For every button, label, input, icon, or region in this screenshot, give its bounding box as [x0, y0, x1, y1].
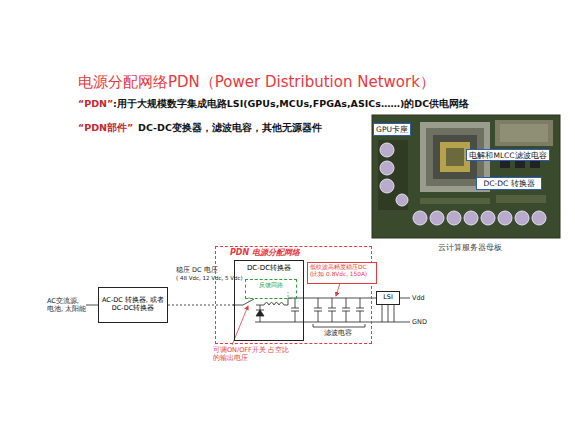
converter-box: AC-DC 转换器, 或者 DC-DC转换器 — [98, 287, 168, 323]
server-board-photo — [372, 115, 560, 238]
callout-arrow — [336, 283, 340, 296]
node-text: LSI — [377, 294, 399, 302]
parts-term: “PDN部件” — [78, 122, 133, 134]
pdn-group: PDN 电源分配网络DC-DC转换器反馈回路低纹波高精度稳压DC (比如 0.8… — [215, 246, 372, 344]
capacitor-label: 滤波电容 — [324, 329, 352, 337]
intro-text: :用于大规模数字集成电路LSI(GPUs,MCUs,FPGAs,ASICs……)… — [113, 98, 469, 110]
bus-values: ( 48 Vdc, 12 Vdc, 5 Vdc) — [176, 275, 243, 282]
signal-name: Vdd — [412, 294, 425, 302]
photo-caption: 云计算服务器母板 — [420, 243, 520, 253]
node-text: 反馈回路 — [246, 280, 296, 288]
callout-box: 低纹波高精度稳压DC (比如 0.8Vdc, 150A) — [307, 262, 377, 284]
photo-callout: GPU卡座 — [373, 123, 411, 136]
node-text: 低纹波高精度稳压DC (比如 0.8Vdc, 150A) — [310, 264, 374, 278]
node-text: AC-DC 转换器, 或者 DC-DC转换器 — [101, 297, 165, 313]
photo-callout: 电解和MLCC滤波电容 — [466, 149, 550, 161]
node-text: GPU卡座 — [374, 125, 410, 134]
photo-callout: DC-DC 转换器 — [476, 177, 542, 190]
source-label: AC交流源, 电池, 太阳能 — [47, 297, 87, 313]
wire-connector — [168, 305, 234, 306]
feedback-loop-path — [249, 292, 288, 301]
feedback-box: 反馈回路 — [245, 279, 297, 299]
node-text: 电解和MLCC滤波电容 — [467, 151, 549, 160]
node-text: DC-DC转换器 — [235, 261, 303, 272]
wire-connector — [304, 298, 376, 299]
intro-term: “PDN” — [78, 98, 113, 110]
node-text: PDN 电源分配网络 — [216, 247, 371, 258]
page-title: 电源分配网络PDN（Power Distribution Network） — [78, 73, 435, 92]
parts-text: DC-DC变换器，滤波电容，其他无源器件 — [138, 122, 322, 134]
node-text: DC-DC 转换器 — [477, 179, 541, 188]
chip-box: LSI — [376, 291, 400, 305]
dcdc-box: DC-DC转换器反馈回路 — [234, 260, 304, 341]
signal-name: GND — [412, 318, 427, 326]
switch-note: 可调ON/OFF开关 占空比的输出电压 — [213, 346, 289, 362]
bus-label: 稳压 DC 电压 — [176, 266, 218, 274]
